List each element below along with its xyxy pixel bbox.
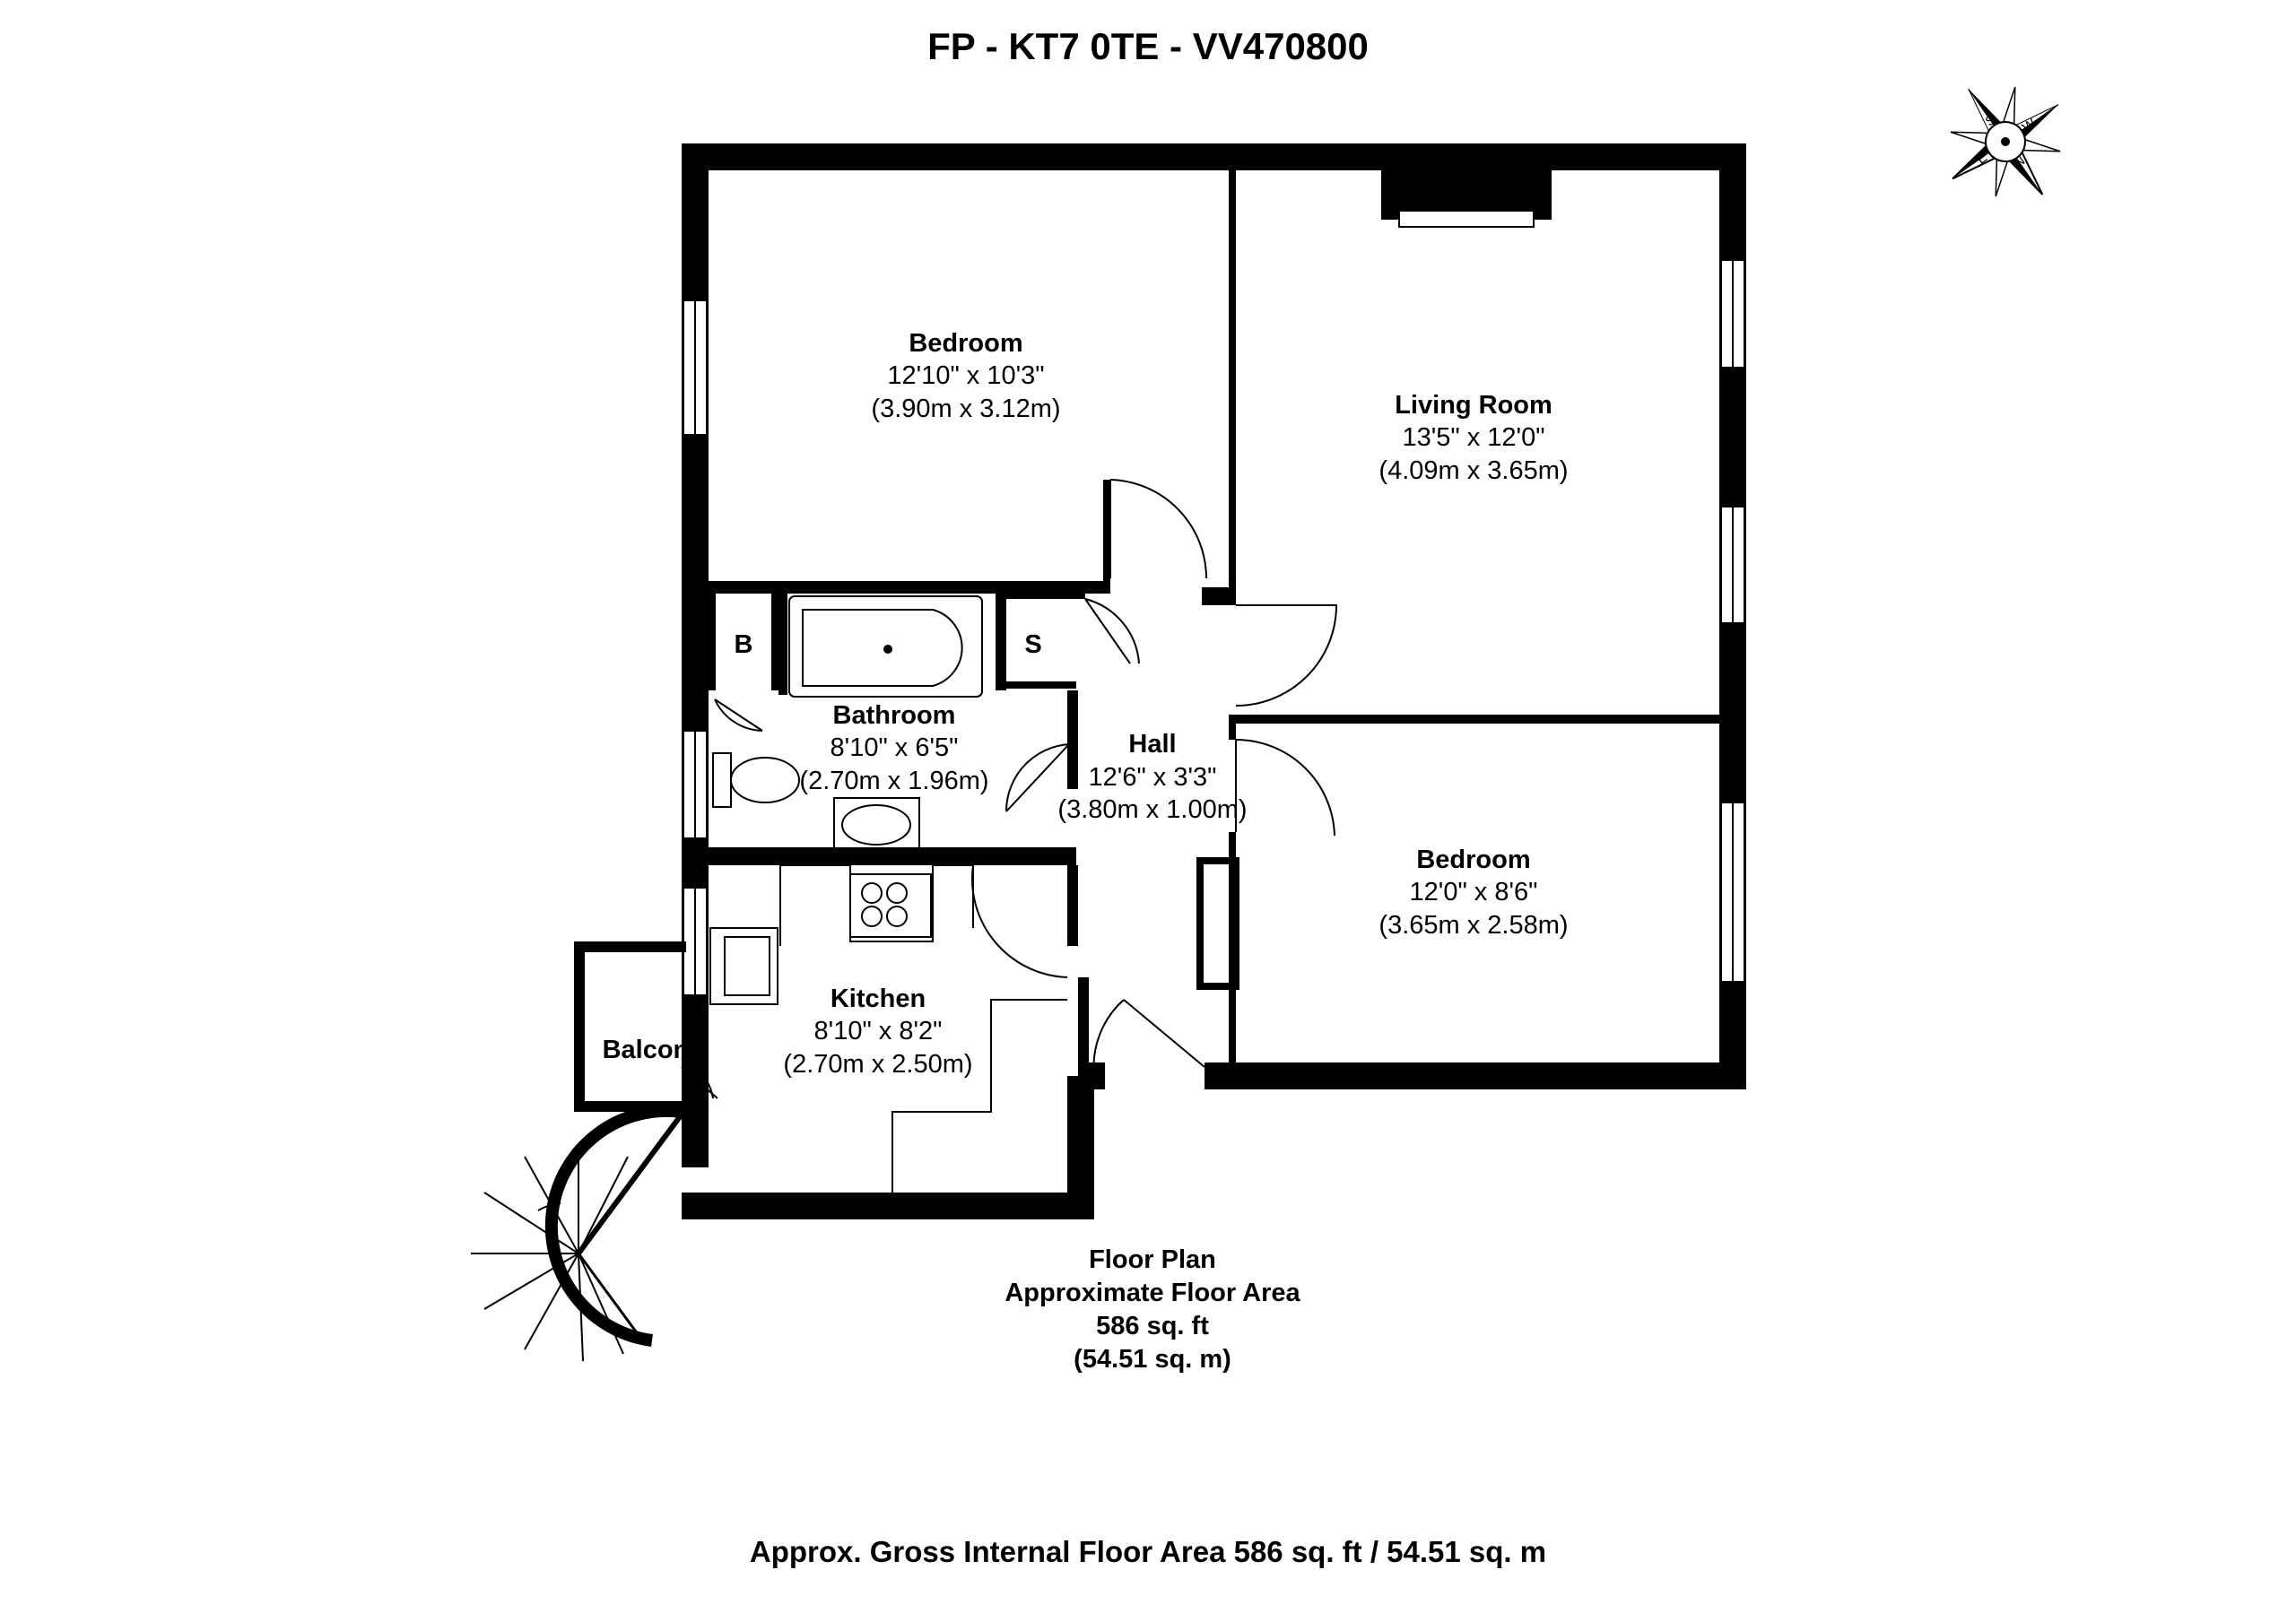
doors (681, 479, 1338, 1099)
windows-right (1720, 259, 1745, 983)
bedroom1-name: Bedroom (909, 329, 1022, 358)
bedroom2-imperial: 12'0" x 8'6" (1410, 878, 1538, 906)
boiler-label: B (735, 630, 753, 659)
gross-area-footer: Approx. Gross Internal Floor Area 586 sq… (749, 1535, 1547, 1568)
toilet (712, 752, 800, 808)
plan-title: FP - KT7 0TE - VV470800 (927, 25, 1369, 67)
outer-walls (682, 143, 1746, 1219)
balcony-name: Balcony (603, 1036, 704, 1064)
living-imperial: 13'5" x 12'0" (1402, 423, 1544, 452)
spiral-staircase (471, 1104, 686, 1362)
bathroom-imperial: 8'10" x 6'5" (831, 733, 959, 762)
bathroom-metric: (2.70m x 1.96m) (799, 767, 988, 795)
storage-label: S (1024, 630, 1041, 659)
bedroom2-metric: (3.65m x 2.58m) (1378, 911, 1568, 940)
windows-left (683, 299, 708, 996)
fireplace (1381, 170, 1552, 228)
kitchen-name: Kitchen (831, 984, 926, 1013)
washbasin (833, 797, 920, 851)
hall-imperial: 12'6" x 3'3" (1089, 763, 1217, 792)
bedroom2-name: Bedroom (1416, 846, 1530, 874)
kitchen-metric: (2.70m x 2.50m) (783, 1050, 972, 1079)
bedroom1-imperial: 12'10" x 10'3" (887, 361, 1044, 390)
balcony-walls (574, 941, 686, 1112)
bathtub (788, 595, 983, 698)
kitchen-sink (709, 927, 778, 1005)
summary-line4: (54.51 sq. m) (1074, 1345, 1231, 1374)
hob (849, 873, 932, 938)
interior-walls (709, 170, 1719, 1089)
bedroom1-metric: (3.90m x 3.12m) (871, 395, 1060, 423)
bathroom-name: Bathroom (833, 701, 956, 730)
kitchen-imperial: 8'10" x 8'2" (814, 1017, 943, 1045)
summary-line1: Floor Plan (1089, 1245, 1216, 1274)
summary-line2: Approximate Floor Area (1004, 1279, 1300, 1307)
worktop (779, 864, 1067, 1193)
compass-icon: N S E W (1950, 86, 2061, 197)
living-name: Living Room (1395, 391, 1552, 420)
hall-name: Hall (1128, 730, 1176, 759)
living-metric: (4.09m x 3.65m) (1378, 456, 1568, 485)
summary-line3: 586 sq. ft (1096, 1312, 1209, 1340)
hall-metric: (3.80m x 1.00m) (1057, 795, 1247, 824)
